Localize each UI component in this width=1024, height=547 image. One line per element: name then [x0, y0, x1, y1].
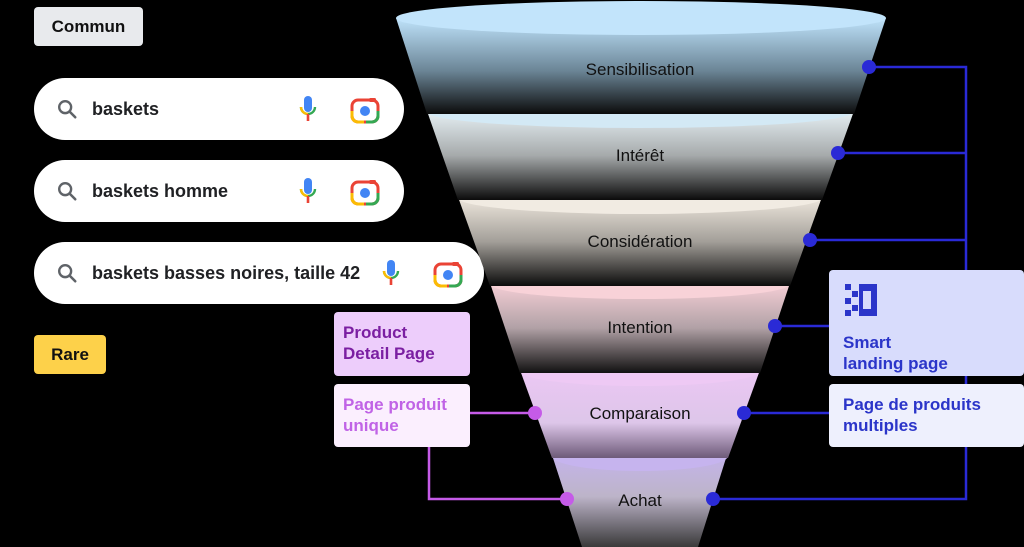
- smart-landing-page-logo-icon: [845, 284, 877, 316]
- box-line-1: Page produit: [343, 395, 447, 414]
- search-bar-2[interactable]: baskets homme: [34, 160, 404, 222]
- box-line-1: Product: [343, 323, 408, 342]
- smart-landing-page-box: Smart landing page: [829, 270, 1024, 376]
- funnel-segment-interet: [427, 111, 854, 200]
- page-produits-multiples-box: Page de produits multiples: [829, 384, 1024, 447]
- search-icon: [58, 264, 77, 283]
- search-query[interactable]: baskets homme: [92, 180, 229, 201]
- funnel-segment-achat: [552, 455, 727, 547]
- box-line-1: Smart: [843, 333, 892, 352]
- stage-label-consideration: Considération: [588, 232, 693, 251]
- search-query[interactable]: baskets: [92, 98, 160, 119]
- funnel-segment-comparaison: [520, 370, 760, 458]
- microphone-icon[interactable]: [381, 259, 401, 287]
- stage-label-comparaison: Comparaison: [589, 404, 690, 423]
- connector-dots-blue: [706, 60, 876, 506]
- box-line-2: landing page: [843, 354, 948, 373]
- microphone-icon[interactable]: [298, 95, 318, 123]
- search-bar-1[interactable]: baskets: [34, 78, 404, 140]
- box-line-2: multiples: [843, 416, 918, 435]
- box-line-1: Page de produits: [843, 395, 981, 414]
- camera-lens-icon[interactable]: [350, 178, 380, 206]
- stage-label-intention: Intention: [607, 318, 672, 337]
- connector-dots-purple: [528, 406, 574, 506]
- search-icon: [58, 100, 77, 119]
- camera-lens-icon[interactable]: [433, 260, 463, 288]
- camera-lens-icon[interactable]: [350, 96, 380, 124]
- stage-label-interet: Intérêt: [616, 146, 664, 165]
- page-produit-unique-box: Page produit unique: [334, 384, 470, 447]
- tag-common: Commun: [34, 7, 143, 46]
- product-detail-page-box: Product Detail Page: [334, 312, 470, 376]
- tag-rare: Rare: [34, 335, 106, 374]
- search-bar-3[interactable]: baskets basses noires, taille 42: [34, 242, 484, 304]
- stage-label-achat: Achat: [618, 491, 662, 510]
- funnel-segment-sensibilisation: [396, 18, 886, 114]
- funnel-segment-consideration: [458, 197, 822, 286]
- funnel-segment-intention: [490, 283, 790, 373]
- search-icon: [58, 182, 77, 201]
- box-line-2: unique: [343, 416, 399, 435]
- funnel-rim: [396, 1, 886, 35]
- microphone-icon[interactable]: [298, 177, 318, 205]
- search-query[interactable]: baskets basses noires, taille 42: [92, 262, 361, 283]
- stage-label-sensibilisation: Sensibilisation: [586, 60, 695, 79]
- box-line-2: Detail Page: [343, 344, 435, 363]
- connector-purple: [427, 411, 567, 501]
